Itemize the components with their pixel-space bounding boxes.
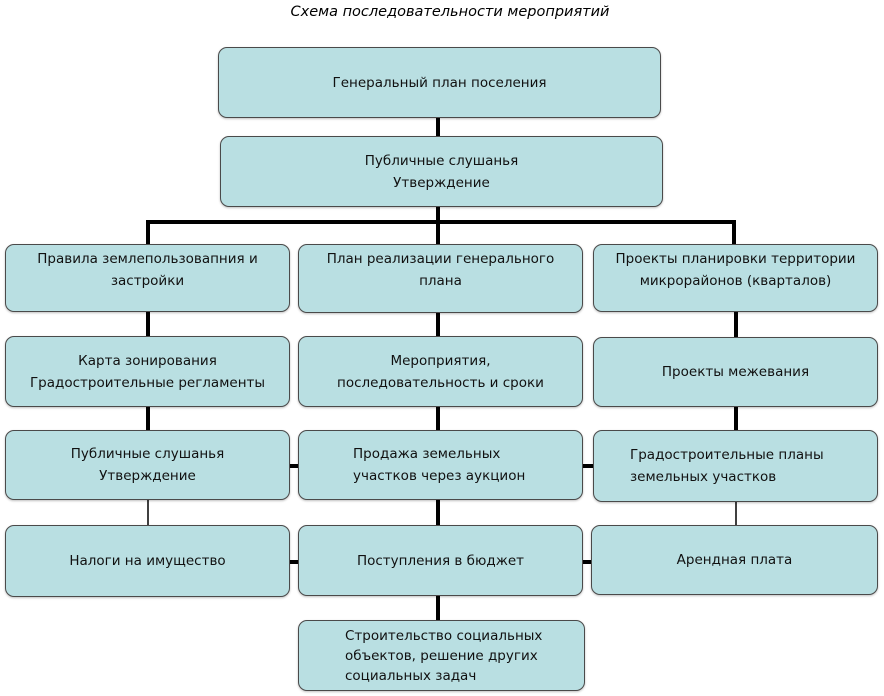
diagram-title: Схема последовательности мероприятий (290, 4, 610, 20)
box-urban-plans: Градостроительные планы земельных участк… (593, 430, 878, 502)
box-land-sale: Продажа земельных участков через аукцион (298, 430, 583, 500)
box-budget-revenue: Поступления в бюджет (298, 525, 583, 596)
box-planning-projects: Проекты планировки территории микрорайон… (593, 244, 878, 312)
box-surveying-projects: Проекты межевания (593, 337, 878, 407)
box-zoning-map: Карта зонирования Градостроительные регл… (5, 336, 290, 407)
box-social-construction: Строительство социальных объектов, решен… (298, 620, 585, 691)
box-general-plan: Генеральный план поселения (218, 47, 661, 118)
box-measures: Мероприятия, последовательность и сроки (298, 336, 583, 407)
box-implementation-plan: План реализации генерального плана (298, 244, 583, 313)
box-rent: Арендная плата (591, 525, 878, 595)
box-public-hearings-top: Публичные слушанья Утверждение (220, 136, 663, 207)
box-public-hearings-left: Публичные слушанья Утверждение (5, 430, 290, 500)
box-land-rules: Правила землепользовапния и застройки (5, 244, 290, 312)
box-property-tax: Налоги на имущество (5, 525, 290, 597)
